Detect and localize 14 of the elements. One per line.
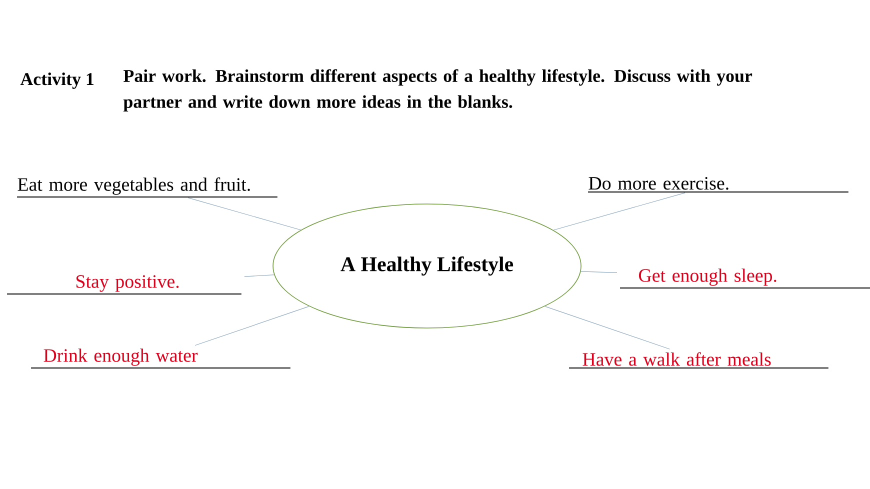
- answer-line: Get enough sleep.: [620, 268, 870, 288]
- answer-line: Stay positive.: [6, 275, 242, 294]
- connector-line: [553, 192, 686, 230]
- connector-line: [244, 274, 274, 277]
- connector-line: [188, 198, 302, 230]
- instruction-text: Pair work. Brainstorm different aspects of a healthy lifestyle. Discuss with your partner and write down more ideas in the blanks.: [123, 69, 752, 112]
- answer-line: Have a walk after meals: [568, 352, 829, 368]
- activity-heading: Activity 1: [20, 72, 94, 89]
- connector-line: [580, 271, 618, 273]
- answer-line: Eat more vegetables and fruit.: [16, 177, 278, 198]
- connector-line: [194, 306, 310, 346]
- answer-line: Do more exercise.: [588, 177, 849, 192]
- connector-line: [544, 306, 670, 350]
- answer-line: Drink enough water: [30, 348, 291, 368]
